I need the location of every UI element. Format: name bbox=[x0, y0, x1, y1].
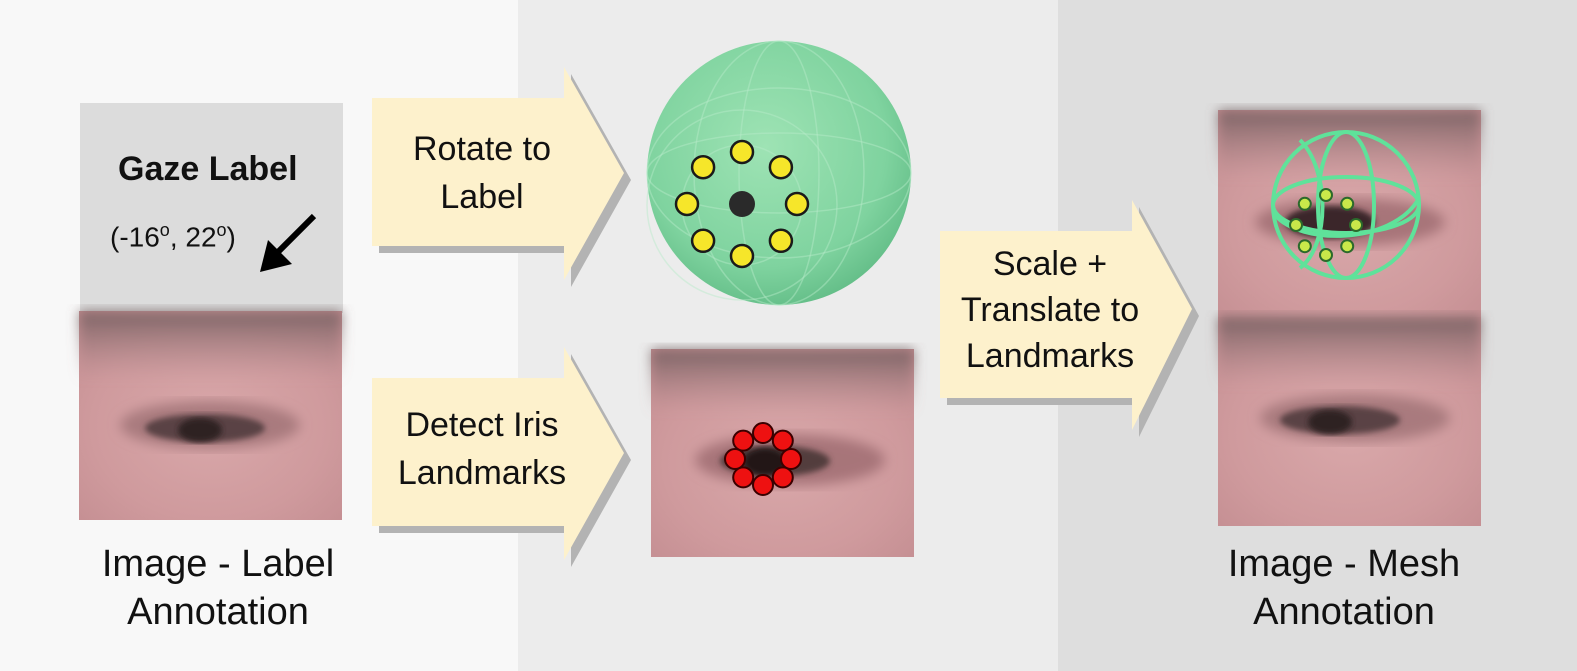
arrow-scale-line2: Translate to bbox=[960, 291, 1140, 329]
landmark-dot bbox=[1297, 239, 1312, 254]
eye-mesh-overlay bbox=[1271, 130, 1421, 280]
arrow-detect bbox=[372, 347, 631, 567]
gaze-direction-arrow-icon bbox=[260, 213, 317, 272]
caption-image-label-line1: Image - Label bbox=[101, 543, 335, 585]
gaze-angle-unit-2: o bbox=[216, 220, 227, 240]
arrow-rotate-line2: Label bbox=[440, 178, 524, 216]
landmark-dot bbox=[690, 154, 716, 180]
landmark-dot bbox=[1319, 188, 1333, 202]
landmark-dot bbox=[732, 466, 755, 489]
arrow-scale-line1: Scale + bbox=[992, 245, 1108, 283]
arrow-detect-text: Detect Iris Landmarks bbox=[372, 401, 592, 497]
arrow-rotate-line1: Rotate to bbox=[413, 130, 551, 168]
landmark-dot bbox=[1340, 239, 1355, 254]
arrow-detect-line2: Landmarks bbox=[397, 454, 567, 492]
caption-image-label-line2: Annotation bbox=[127, 591, 309, 633]
landmark-dot bbox=[1289, 218, 1303, 232]
iris-landmarks-yellow bbox=[674, 139, 810, 269]
gaze-label-value: (-16o, 22o) bbox=[110, 220, 236, 253]
eye-image-right-bottom bbox=[1218, 317, 1481, 526]
eye-image-right-top bbox=[1218, 110, 1481, 318]
landmark-dot bbox=[1297, 196, 1312, 211]
caption-image-label: Image - Label Annotation bbox=[80, 540, 356, 636]
iris-landmarks-red bbox=[724, 422, 802, 496]
landmark-dot bbox=[729, 243, 755, 269]
eye-image-left bbox=[79, 311, 342, 520]
gaze-label-box bbox=[80, 103, 343, 313]
caption-image-mesh-line1: Image - Mesh bbox=[1227, 543, 1461, 585]
landmark-dot bbox=[752, 422, 774, 444]
landmark-dot bbox=[752, 474, 774, 496]
arrow-scale-translate bbox=[940, 200, 1199, 437]
arrow-scale-text: Scale + Translate to Landmarks bbox=[940, 241, 1160, 379]
landmark-dot bbox=[784, 191, 810, 217]
gaze-angle-2: 22 bbox=[185, 221, 217, 253]
arrow-rotate bbox=[372, 67, 631, 287]
landmark-dot bbox=[729, 139, 755, 165]
landmark-dot bbox=[732, 429, 755, 452]
landmark-dot bbox=[780, 448, 802, 470]
landmark-dot bbox=[724, 448, 746, 470]
gaze-angle-1: -16 bbox=[119, 221, 160, 253]
landmark-dot bbox=[1319, 248, 1333, 262]
iris-landmarks-mesh bbox=[1289, 188, 1363, 262]
gaze-label-title: Gaze Label bbox=[118, 150, 298, 188]
landmark-dot bbox=[1340, 196, 1355, 211]
landmark-dot bbox=[1349, 218, 1363, 232]
landmark-dot bbox=[690, 228, 716, 254]
caption-image-mesh: Image - Mesh Annotation bbox=[1206, 540, 1482, 636]
arrow-scale-line3: Landmarks bbox=[965, 337, 1135, 375]
arrow-detect-line1: Detect Iris bbox=[405, 406, 559, 444]
arrow-rotate-text: Rotate to Label bbox=[372, 125, 592, 221]
gaze-angle-unit-1: o bbox=[159, 220, 170, 240]
caption-image-mesh-line2: Annotation bbox=[1253, 591, 1435, 633]
landmark-dot bbox=[674, 191, 700, 217]
landmark-dot bbox=[771, 466, 794, 489]
landmark-dot bbox=[771, 429, 794, 452]
landmark-dot bbox=[768, 228, 794, 254]
landmark-dot bbox=[768, 154, 794, 180]
